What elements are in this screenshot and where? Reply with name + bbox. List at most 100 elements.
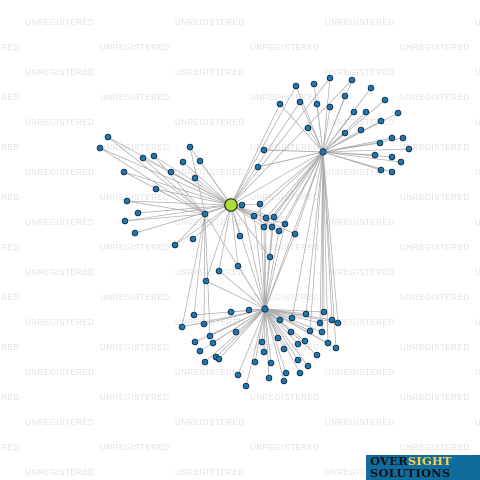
graph-node (234, 262, 242, 270)
graph-node (258, 338, 266, 346)
graph-node (215, 355, 223, 363)
watermark-text: UNREGISTERED (475, 168, 480, 177)
graph-edge (174, 213, 206, 246)
highlighted-entity-node (224, 198, 238, 212)
graph-node (280, 345, 288, 353)
watermark-text: UNREGISTERED (175, 118, 245, 127)
graph-node (320, 308, 328, 316)
watermark-text: UNREGISTERED (175, 168, 245, 177)
graph-node (377, 166, 385, 174)
graph-edge (218, 308, 266, 360)
graph-edge (142, 157, 206, 215)
graph-edge (322, 111, 355, 153)
watermark-text: UNREGISTERED (400, 293, 470, 302)
graph-edge (264, 308, 287, 374)
graph-edge (264, 308, 270, 379)
watermark-text: UNREGISTERED (250, 443, 320, 452)
watermark-text: UNREGISTERED (100, 343, 170, 352)
watermark-text: UNREGISTERED (475, 68, 480, 77)
graph-edge (203, 213, 206, 325)
graph-edge (322, 106, 331, 153)
graph-node (179, 158, 187, 166)
watermark-text: UNREGISTERED (325, 168, 395, 177)
hub-node (261, 305, 269, 313)
graph-edge (322, 151, 339, 324)
watermark-text: UNREGISTERED (325, 368, 395, 377)
watermark-text: UNREGISTERED (475, 268, 480, 277)
watermark-text: UNREGISTERED (25, 418, 95, 427)
graph-node (341, 129, 349, 137)
graph-node (357, 126, 365, 134)
watermark-text: UNREGISTERED (325, 218, 395, 227)
graph-edge (291, 151, 324, 319)
watermark-text: UNREGISTERED (100, 143, 170, 152)
graph-edge (257, 151, 324, 168)
graph-node (394, 109, 402, 117)
graph-node (296, 98, 304, 106)
graph-node (376, 139, 384, 147)
watermark-text: UNREGISTERED (400, 443, 470, 452)
graph-edge (230, 204, 296, 235)
watermark-text: UNREGISTERED (325, 18, 395, 27)
graph-node (260, 348, 268, 356)
graph-node (227, 308, 235, 316)
graph-edge (322, 151, 393, 158)
watermark-text: UNREGISTERED (100, 393, 170, 402)
watermark-text: UNREGISTERED (175, 268, 245, 277)
graph-edge (193, 213, 206, 316)
graph-edge (230, 103, 281, 206)
watermark-text: UNREGISTERED (475, 418, 480, 427)
graph-node (196, 347, 204, 355)
graph-edge (204, 213, 266, 310)
graph-edge (192, 204, 232, 240)
graph-node (270, 213, 278, 221)
oversight-solutions-logo: OVERSIGHT SOLUTIONS (366, 455, 480, 480)
watermark-text: UNREGISTERED (250, 43, 320, 52)
graph-node (367, 84, 375, 92)
graph-edge (263, 308, 266, 353)
graph-node (242, 382, 250, 390)
graph-edge (230, 151, 324, 206)
graph-edge (259, 203, 266, 310)
watermark-text: UNREGISTERED (25, 218, 95, 227)
watermark-text: UNREGISTERED (400, 243, 470, 252)
graph-edge (307, 127, 324, 153)
graph-node (313, 351, 321, 359)
graph-node (296, 369, 304, 377)
graph-edge (322, 151, 333, 321)
graph-node (250, 212, 258, 220)
graph-node (326, 74, 334, 82)
graph-node (310, 80, 318, 88)
graph-edge (264, 308, 285, 382)
graph-node (121, 217, 129, 225)
graph-node (332, 344, 340, 352)
graph-edge (264, 308, 325, 313)
graph-edge (264, 308, 285, 350)
graph-node (234, 371, 242, 379)
logo-over: OVER (370, 454, 408, 468)
watermark-text: UNREGISTERED (100, 43, 170, 52)
graph-edge (264, 308, 306, 342)
graph-edge (264, 308, 309, 367)
graph-edge (305, 151, 324, 315)
graph-edge (264, 230, 280, 310)
graph-edge (245, 308, 266, 387)
graph-edge (170, 171, 232, 206)
graph-edge (230, 85, 297, 206)
graph-node (152, 185, 160, 193)
graph-node (262, 214, 270, 222)
graph-edge (124, 213, 206, 222)
graph-node (304, 124, 312, 132)
graph-edge (322, 95, 346, 153)
graph-edge (263, 226, 266, 310)
node-layer (96, 74, 413, 390)
graph-edge (194, 177, 232, 206)
graph-node (206, 332, 214, 340)
graph-node (324, 339, 332, 347)
watermark-text: UNREGISTERED (400, 43, 470, 52)
watermark-text: UNREGISTERED (0, 443, 20, 452)
graph-edge (322, 129, 362, 153)
graph-node (254, 163, 262, 171)
watermark-text: UNREGISTERED (175, 68, 245, 77)
graph-node (294, 340, 302, 348)
